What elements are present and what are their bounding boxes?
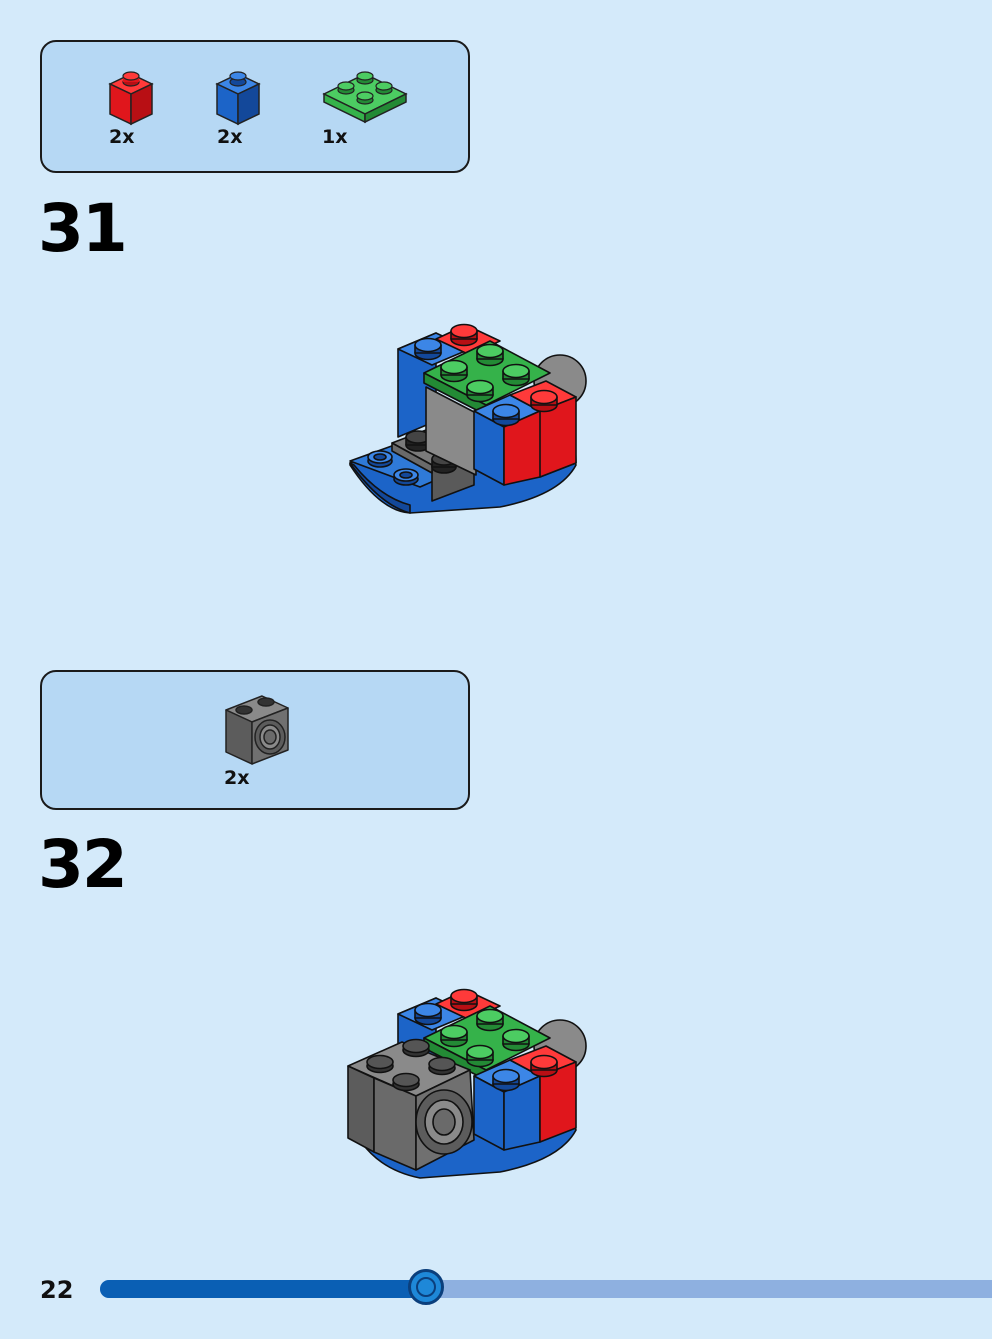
step-number: 31	[38, 190, 128, 267]
progress-fill	[100, 1280, 426, 1298]
gray-technic-brick-icon	[222, 692, 292, 768]
step-number: 32	[38, 826, 128, 903]
green-plate-icon	[322, 66, 408, 124]
blue-brick-icon	[215, 70, 261, 126]
quantity-label: 2x	[109, 126, 135, 148]
progress-knob[interactable]	[408, 1269, 444, 1305]
parts-list-step-31: 2x 2x 1x	[40, 40, 470, 173]
parts-list-step-32: 2x	[40, 670, 470, 810]
red-brick-icon	[108, 70, 154, 126]
quantity-label: 2x	[224, 767, 250, 789]
quantity-label: 2x	[217, 126, 243, 148]
quantity-label: 1x	[322, 126, 348, 148]
step-32-model-illustration	[340, 980, 600, 1194]
step-31-model-illustration	[340, 315, 600, 529]
progress-bar[interactable]	[100, 1269, 992, 1305]
page-number: 22	[40, 1276, 74, 1304]
